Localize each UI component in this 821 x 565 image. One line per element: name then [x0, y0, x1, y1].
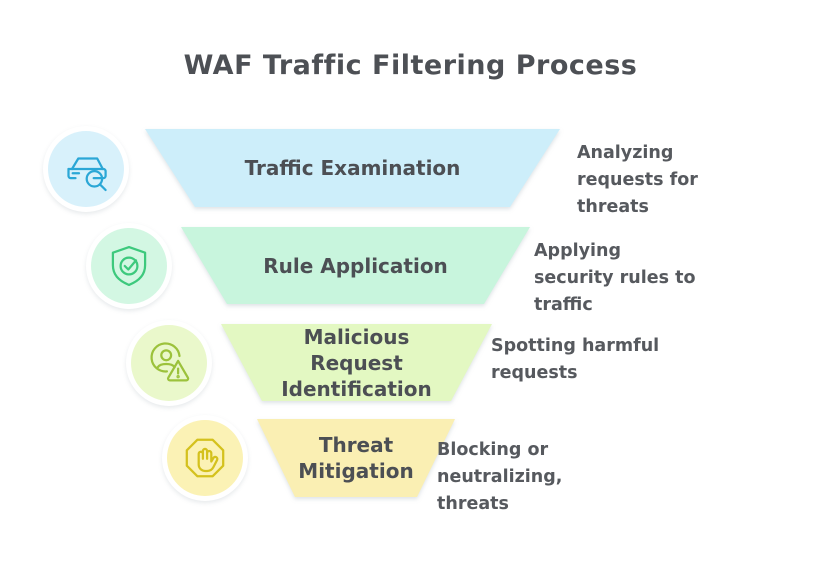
stage-4-note-line: neutralizing, — [437, 467, 563, 487]
stage-2-note-line: Applying — [534, 241, 621, 261]
shield-check-icon — [91, 228, 167, 304]
stage-1-note-line: threats — [577, 197, 649, 217]
funnel-stage-3-shape — [221, 324, 492, 401]
stage-2-note-line: security rules to — [534, 268, 696, 288]
user-alert-icon — [131, 325, 207, 401]
funnel-stage-threat-mitigation: Threat Mitigation — [257, 419, 455, 497]
funnel-stage-malicious-request-identification: Malicious Request Identification — [221, 324, 492, 401]
stage-2-note-line: traffic — [534, 295, 593, 315]
stage-2-icon-badge — [86, 223, 172, 309]
funnel-stage-traffic-examination: Traffic Examination — [145, 129, 560, 207]
page-title: WAF Traffic Filtering Process — [183, 50, 638, 81]
stage-1-note: Analyzing requests for threats — [577, 140, 698, 221]
funnel-stage-2-shape — [181, 227, 530, 304]
stage-4-note-line: Blocking or — [437, 440, 549, 460]
stage-3-note-line: Spotting harmful — [491, 336, 660, 356]
stage-4-icon-badge — [162, 415, 248, 501]
stage-2-label: Rule Application — [263, 253, 448, 278]
stage-4-label: Threat Mitigation — [298, 433, 414, 483]
car-search-icon — [48, 131, 124, 207]
stop-hand-icon — [167, 420, 243, 496]
stage-3-label: Malicious Request Identification — [281, 324, 432, 401]
funnel-stage-1-shape — [145, 129, 560, 207]
stage-3-icon-badge — [126, 320, 212, 406]
stage-3-note-line: requests — [491, 363, 578, 383]
stage-4-note: Blocking or neutralizing, threats — [437, 437, 562, 518]
stage-1-note-line: requests for — [577, 170, 698, 190]
stage-3-note: Spotting harmful requests — [491, 333, 659, 387]
stage-4-note-line: threats — [437, 494, 509, 514]
funnel-stage-rule-application: Rule Application — [181, 227, 530, 304]
stage-1-label: Traffic Examination — [244, 156, 461, 180]
stage-1-icon-badge — [43, 126, 129, 212]
stage-1-note-line: Analyzing — [577, 143, 674, 163]
stage-2-note: Applying security rules to traffic — [534, 238, 695, 319]
funnel-stage-4-shape — [257, 419, 455, 497]
